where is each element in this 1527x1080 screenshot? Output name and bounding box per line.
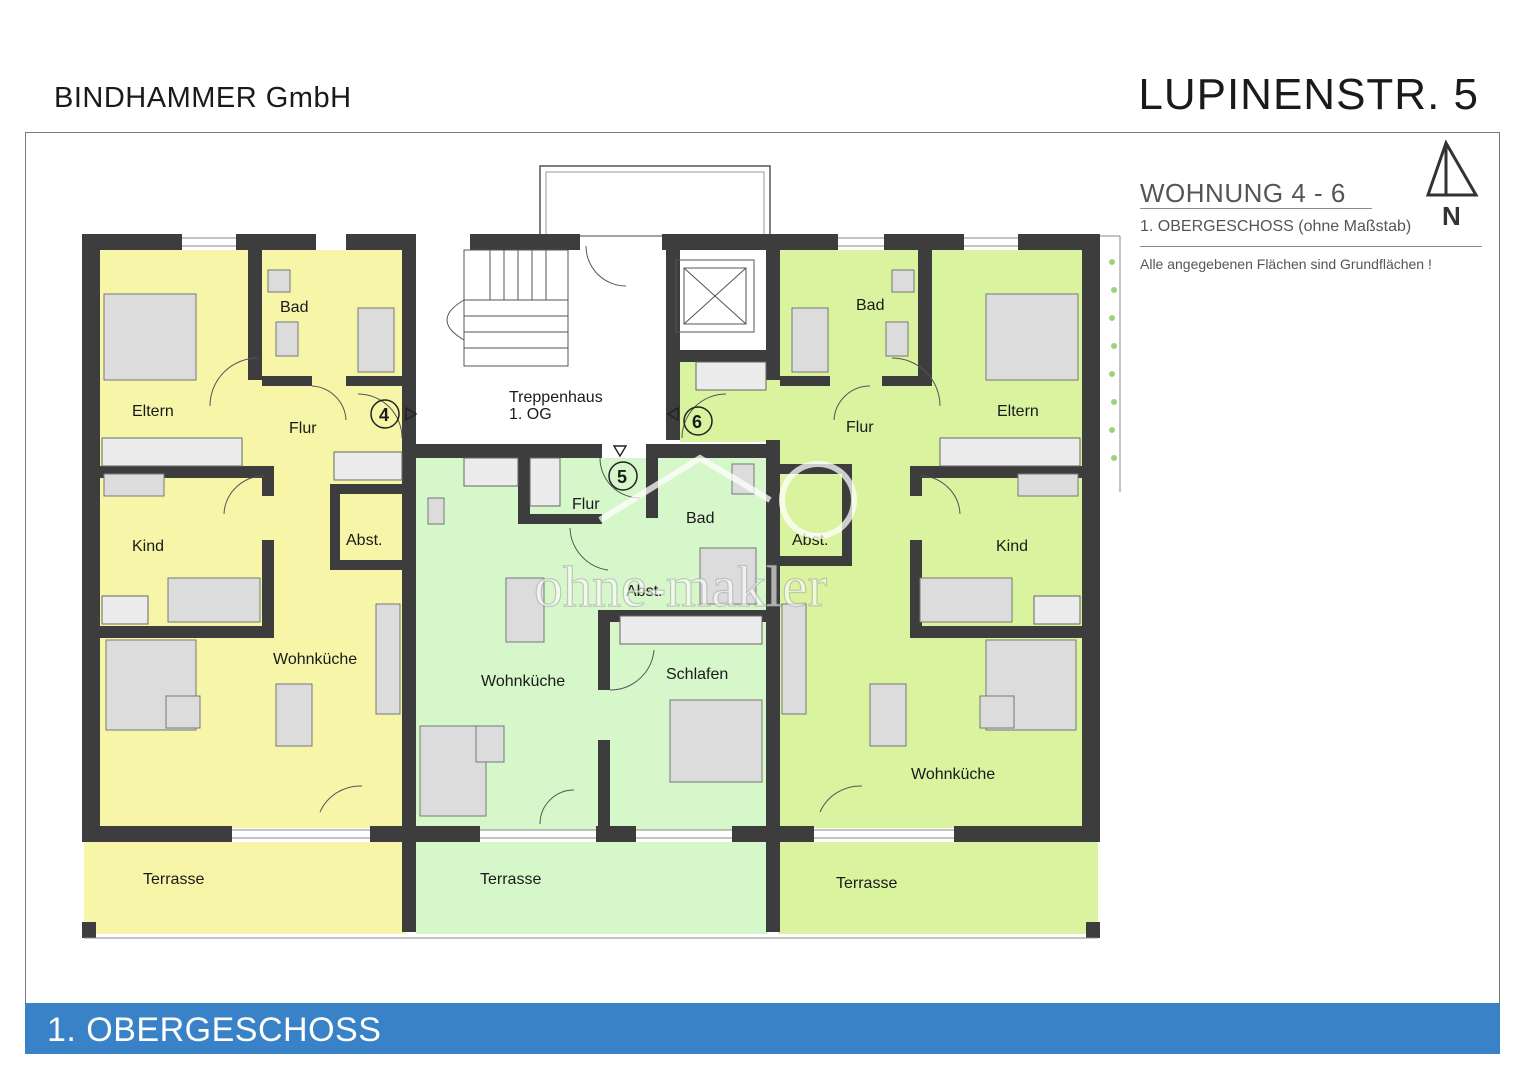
unit-5-area — [416, 458, 768, 934]
legend-subtitle: 1. OBERGESCHOSS (ohne Maßstab) — [1140, 218, 1412, 235]
footer-floor-label: 1. OBERGESCHOSS — [47, 1011, 382, 1049]
u6-bad-label: Bad — [856, 297, 884, 314]
doors — [209, 245, 961, 825]
u6-eltern-label: Eltern — [997, 403, 1039, 420]
unit-5-number: 5 — [617, 467, 627, 487]
hedge-plants — [1109, 259, 1117, 461]
watermark-logo-icon — [598, 454, 857, 539]
legend-divider — [1140, 208, 1372, 209]
u6-flur-label: Flur — [846, 419, 874, 436]
wardrobes — [101, 361, 1081, 645]
elevator — [675, 259, 755, 333]
walls — [82, 234, 1100, 938]
u4-kind-label: Kind — [132, 538, 164, 555]
furniture — [103, 269, 1079, 817]
u5-abst-label: Abst. — [626, 583, 662, 600]
stairwell-floor-label: 1. OG — [509, 406, 552, 423]
u5-wohnkueche-label: Wohnküche — [481, 673, 565, 690]
entry-markers — [405, 406, 679, 458]
u5-terrasse-label: Terrasse — [480, 871, 541, 888]
legend-title: WOHNUNG 4 - 6 — [1140, 178, 1346, 208]
north-letter: N — [1442, 201, 1461, 231]
legend-divider-2 — [1140, 246, 1482, 247]
unit-6-number: 6 — [692, 412, 702, 432]
property-address: LUPINENSTR. 5 — [1138, 70, 1479, 119]
north-arrow-icon: N — [1425, 139, 1479, 231]
u5-schlafen-label: Schlafen — [666, 666, 728, 683]
windows — [84, 235, 1121, 939]
footer-bar: 1. OBERGESCHOSS — [25, 1003, 1500, 1054]
u4-terrasse-label: Terrasse — [143, 871, 204, 888]
watermark-text: ohne-makler — [534, 554, 827, 619]
legend-note: Alle angegebenen Flächen sind Grundfläch… — [1140, 256, 1432, 272]
u6-kind-label: Kind — [996, 538, 1028, 555]
u4-wohnkueche-label: Wohnküche — [273, 651, 357, 668]
u6-wohnkueche-label: Wohnküche — [911, 766, 995, 783]
company-name: BINDHAMMER GmbH — [54, 82, 352, 114]
u4-bad-label: Bad — [280, 299, 308, 316]
unit-4-number: 4 — [379, 405, 389, 425]
top-balcony — [539, 165, 771, 237]
u5-bad-label: Bad — [686, 510, 714, 527]
u4-abst-label: Abst. — [346, 532, 382, 549]
staircase — [446, 249, 569, 367]
u4-eltern-label: Eltern — [132, 403, 174, 420]
u4-flur-label: Flur — [289, 420, 317, 437]
u6-terrasse-label: Terrasse — [836, 875, 897, 892]
u5-flur-label: Flur — [572, 496, 600, 513]
stairwell-label: Treppenhaus — [509, 389, 603, 406]
